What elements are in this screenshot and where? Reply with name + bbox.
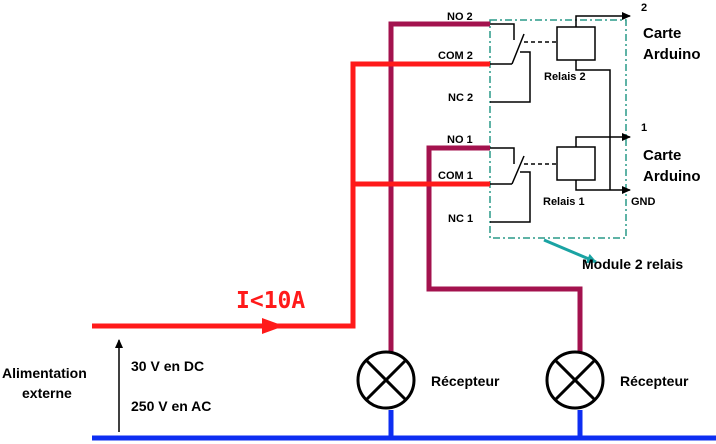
relay2-coil-wires [575,12,631,190]
supply-label-line1: Alimentation [2,365,87,381]
gnd-label: GND [631,196,656,208]
relay-module-box [489,19,627,239]
receiver-left-label: Récepteur [431,373,500,389]
arduino-bottom-line1: Carte [643,147,681,164]
supply-label-line2: externe [22,385,72,401]
relay2-contacts [490,23,556,103]
relay1-label: Relais 1 [543,196,585,208]
pin-nc2-label: NC 2 [448,92,473,104]
arduino-top-line1: Carte [643,25,681,42]
pin-no2-label: NO 2 [447,11,473,23]
current-arrow [262,318,284,334]
relay1-coil [556,146,596,181]
blue-wires [92,410,716,441]
supply-dc-label: 30 V en DC [131,358,204,374]
arduino-pin1-label: 1 [641,122,647,134]
no1-wire [426,145,583,352]
relay1-contacts [490,147,556,223]
red-wires [92,61,490,329]
relay2-coil [556,26,596,61]
pin-com2-label: COM 2 [438,50,473,62]
module-label: Module 2 relais [582,256,683,272]
pin-com1-label: COM 1 [438,170,473,182]
arduino-bottom-line2: Arduino [643,168,701,185]
supply-red-wire [92,61,490,329]
arduino-pin2-label: 2 [641,2,647,14]
purple-wires [388,21,583,352]
receiver-right-label: Récepteur [620,373,689,389]
receiver-left-symbol [356,350,416,410]
receiver-right-symbol [545,350,605,410]
current-label: I<10A [236,288,305,314]
arduino-top-line2: Arduino [643,46,701,63]
supply-ac-label: 250 V en AC [131,398,211,414]
no2-wire [388,21,490,352]
module-pointer-arrow [543,238,597,264]
pin-no1-label: NO 1 [447,134,473,146]
pin-nc1-label: NC 1 [448,213,473,225]
relay2-label: Relais 2 [544,71,586,83]
relay1-coil-wires [575,133,631,194]
